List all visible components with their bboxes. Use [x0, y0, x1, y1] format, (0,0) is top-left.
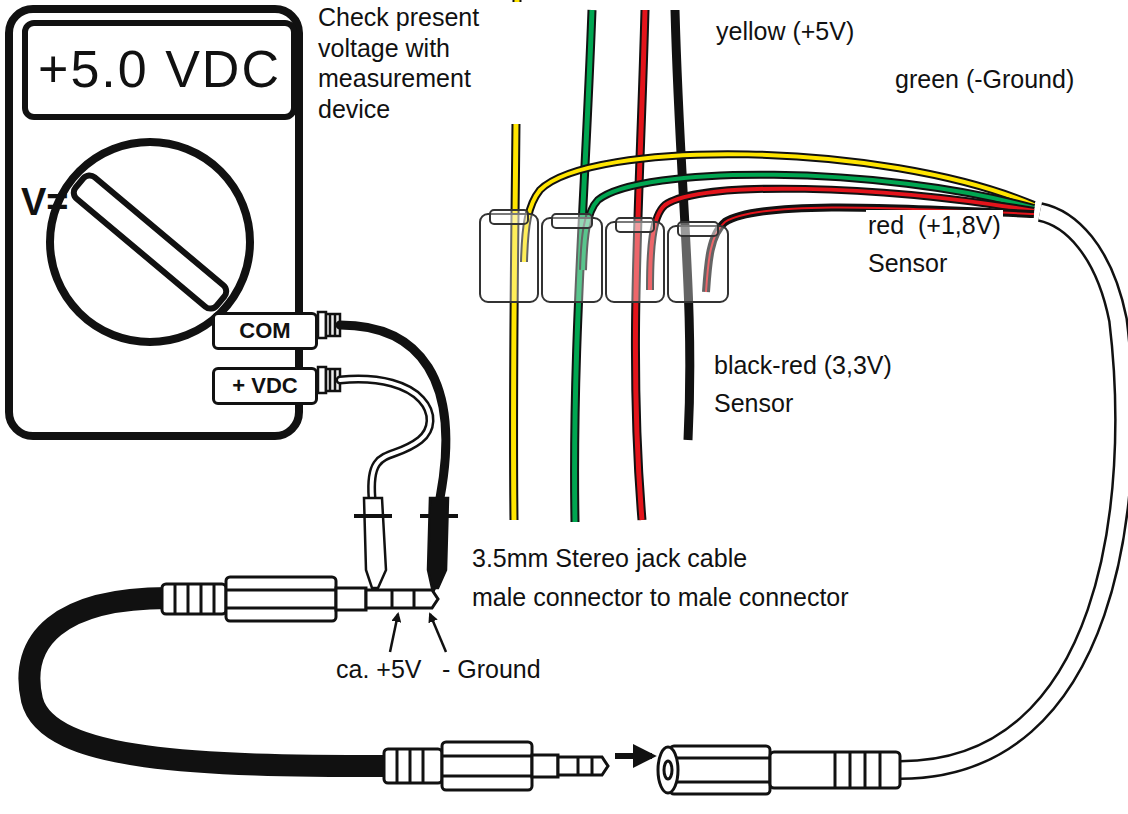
wire-label: yellow (+5V) — [714, 16, 856, 47]
vdc-socket: + VDC — [212, 367, 318, 405]
test-leads — [340, 325, 446, 498]
multimeter-body: V= +5.0 VDC COM + VDC — [5, 5, 303, 440]
cable-caption: 3.5mm Stereo jack cable — [470, 543, 749, 574]
female-jack-socket — [658, 746, 900, 794]
bundle-wires — [513, 0, 689, 522]
splice-connectors — [480, 210, 728, 302]
leader-lines — [390, 614, 446, 652]
cable-caption: male connector to male connector — [470, 582, 851, 613]
wire-label: black-red (3,3V) — [712, 350, 894, 381]
plug-in-arrow — [615, 753, 652, 759]
display-reading: +5.0 VDC — [38, 40, 281, 100]
pin-label: - Ground — [440, 654, 543, 685]
instruction-note: Check present voltage with measurement d… — [316, 2, 525, 124]
wire-label: red (+1,8V) — [866, 210, 1003, 241]
com-socket: COM — [212, 312, 318, 350]
wire-label: Sensor — [712, 388, 795, 419]
socket-label: COM — [239, 318, 290, 343]
probe-clips — [354, 498, 458, 600]
top-jack-plug — [162, 577, 438, 621]
lcd-display: +5.0 VDC — [22, 20, 297, 120]
pin-label: ca. +5V — [334, 654, 423, 685]
range-symbol: V= — [21, 181, 69, 225]
sensor-cable — [900, 212, 1124, 770]
wire-label: Sensor — [866, 248, 949, 279]
wire-label: green (-Ground) — [893, 64, 1076, 95]
bottom-jack-plug — [384, 742, 608, 790]
socket-label: + VDC — [232, 373, 297, 398]
